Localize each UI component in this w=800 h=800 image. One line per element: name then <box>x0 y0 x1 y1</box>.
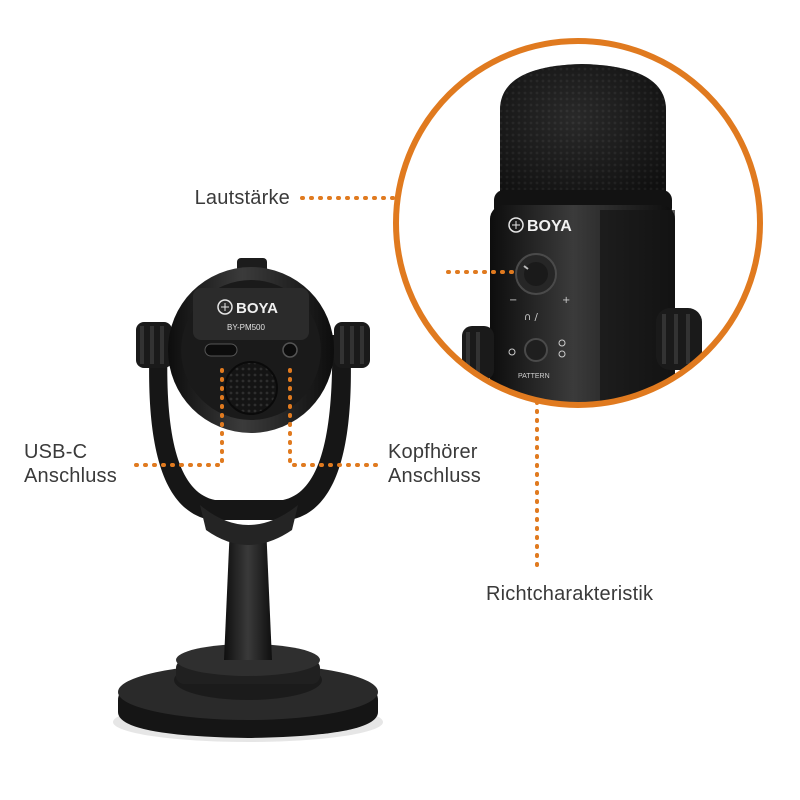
yoke-bracket <box>149 335 351 545</box>
callout-volume-text: Lautstärke <box>194 187 290 209</box>
callout-pattern-text: Richtcharakteristik <box>486 583 654 605</box>
callout-headphone-line1: Kopfhörer <box>388 441 478 463</box>
callout-pattern: Richtcharakteristik <box>486 582 716 606</box>
zoom-detail: BOYA + − ∩ / PATTERN <box>393 38 763 408</box>
zoom-ring <box>393 38 763 408</box>
model-text: BY-PM500 <box>227 323 266 332</box>
callout-usb-c-line2: Anschluss <box>24 465 117 487</box>
callout-headphone-line2: Anschluss <box>388 465 481 487</box>
usb-c-port <box>204 343 238 357</box>
headphone-jack <box>282 342 298 358</box>
svg-text:−: − <box>509 295 517 306</box>
callout-usb-c-line1: USB-C <box>24 441 88 463</box>
brand-text-zoom: BOYA <box>527 218 572 235</box>
brand-text-rear: BOYA <box>236 300 278 317</box>
rear-grille <box>224 361 278 415</box>
svg-text:∩ /: ∩ / <box>524 312 538 323</box>
pattern-button <box>524 338 548 362</box>
callout-usb-c: USB-C Anschluss <box>24 440 144 488</box>
microphone-body-rear: BOYA BY-PM500 <box>168 258 334 433</box>
microphone-base <box>113 644 383 742</box>
callout-headphone: Kopfhörer Anschluss <box>388 440 538 488</box>
callout-volume: Lautstärke <box>150 186 290 210</box>
side-knob-left <box>136 322 172 368</box>
svg-text:+: + <box>562 295 570 306</box>
side-knob-right <box>334 322 370 368</box>
pattern-label: PATTERN <box>518 373 550 380</box>
stand-neck <box>224 525 272 660</box>
